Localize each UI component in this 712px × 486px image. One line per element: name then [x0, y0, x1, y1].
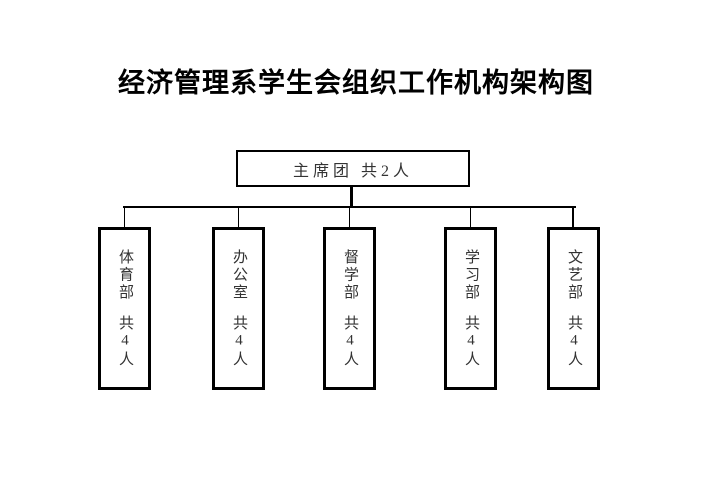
dept-headcount: 共4人 [231, 315, 247, 369]
dept-box-study: 学习部共4人 [444, 227, 497, 390]
dept-label-study: 学习部共4人 [463, 248, 479, 369]
connector-drop-office [238, 208, 239, 227]
dept-label-sports: 体育部共4人 [117, 248, 133, 369]
dept-headcount: 共4人 [117, 315, 133, 369]
dept-headcount: 共4人 [566, 315, 582, 369]
connector-drop-study [470, 208, 471, 227]
root-box-presidium: 主席团 共2人 [236, 150, 470, 187]
dept-box-sports: 体育部共4人 [98, 227, 151, 390]
dept-name: 办公室 [231, 248, 247, 302]
connector-drop-arts [572, 208, 574, 227]
dept-box-supervision: 督学部共4人 [323, 227, 376, 390]
dept-label-arts: 文艺部共4人 [566, 248, 582, 369]
dept-box-arts: 文艺部共4人 [547, 227, 600, 390]
connector-root-drop [350, 187, 353, 206]
connector-drop-sports [124, 208, 125, 227]
root-box-label: 主席团 共2人 [292, 162, 413, 180]
dept-label-office: 办公室共4人 [231, 248, 247, 369]
dept-name: 体育部 [117, 248, 133, 302]
dept-name: 学习部 [463, 248, 479, 302]
dept-box-office: 办公室共4人 [212, 227, 265, 390]
dept-label-supervision: 督学部共4人 [342, 248, 358, 369]
dept-headcount: 共4人 [463, 315, 479, 369]
chart-title: 经济管理系学生会组织工作机构架构图 [118, 68, 594, 98]
dept-name: 文艺部 [566, 248, 582, 302]
dept-name: 督学部 [342, 248, 358, 302]
dept-headcount: 共4人 [342, 315, 358, 369]
connector-drop-supervision [349, 208, 350, 227]
connector-horizontal [123, 206, 576, 208]
